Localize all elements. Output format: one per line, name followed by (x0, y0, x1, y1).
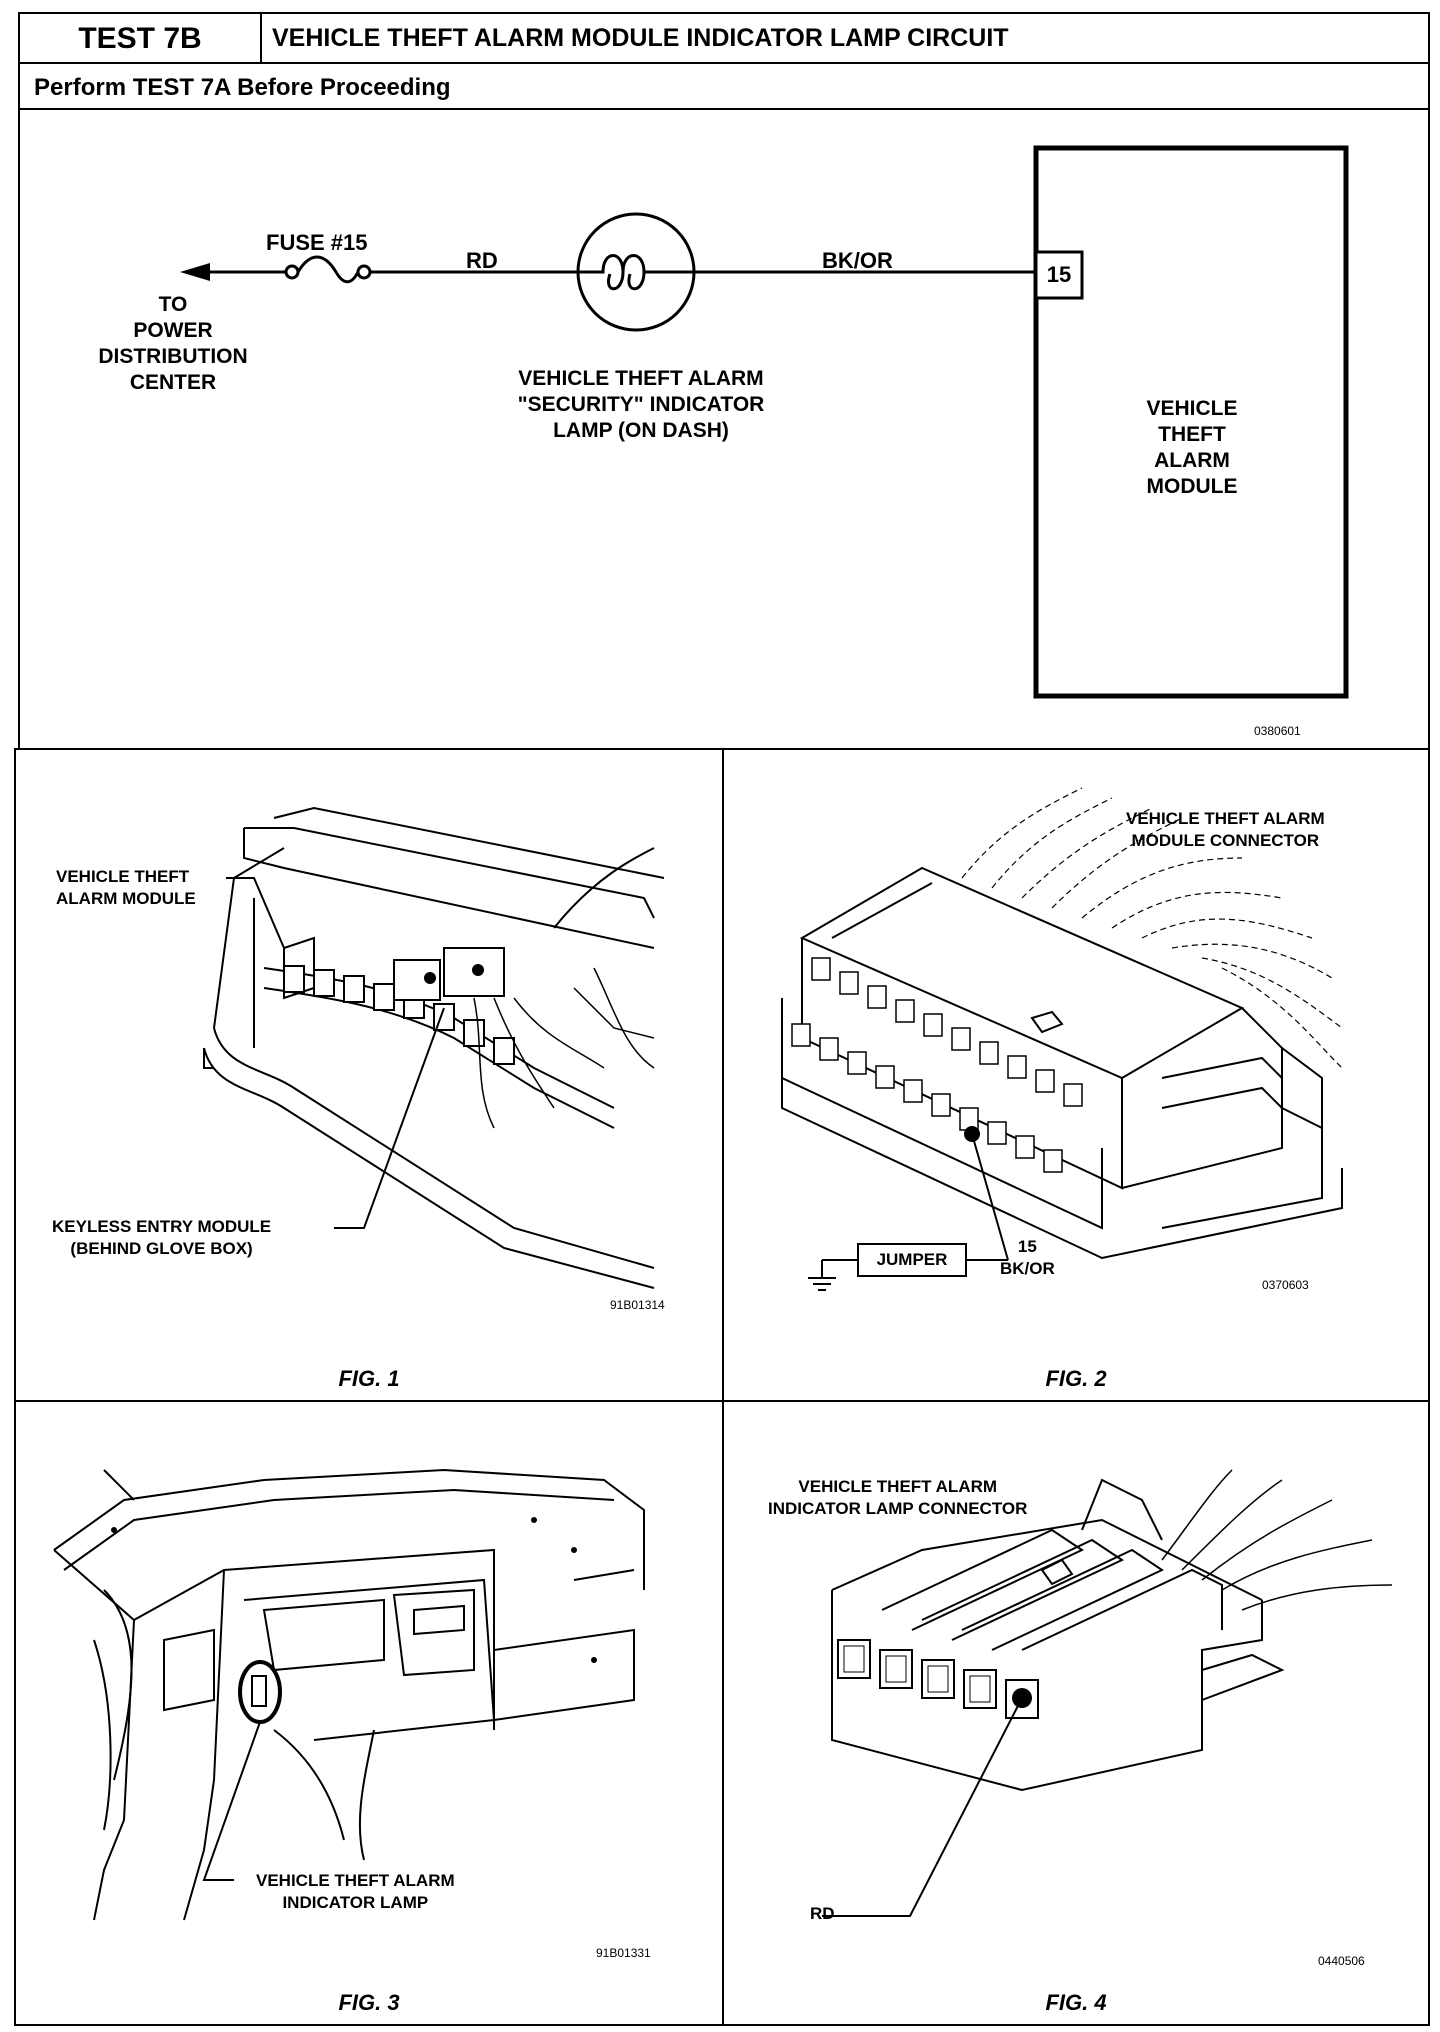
module-pin-number: 15 (1046, 262, 1072, 287)
theft-alarm-module-box (1033, 145, 1349, 699)
fig1-code: 91B01314 (610, 1298, 665, 1312)
fig2-code: 0370603 (1262, 1278, 1309, 1292)
wire-bkor-label: BK/OR (822, 248, 893, 273)
fig1-callout-alarm-module: VEHICLE THEFT ALARM MODULE (56, 867, 196, 908)
fuse-label: FUSE #15 (266, 230, 368, 255)
schematic-diagram (180, 145, 1349, 699)
prerequisite-note: Perform TEST 7A Before Proceeding (34, 74, 451, 101)
fig4-panel (722, 1400, 1430, 2026)
fig1-drawing (203, 806, 665, 1289)
fig1-callout-keyless-module: KEYLESS ENTRY MODULE (BEHIND GLOVE BOX) (52, 1217, 272, 1258)
test-id: TEST 7B (78, 22, 202, 55)
lamp-label: VEHICLE THEFT ALARM "SECURITY" INDICATOR… (517, 367, 765, 442)
fig2-jumper-label: JUMPER (876, 1250, 948, 1269)
fig3-drawing (53, 1468, 645, 1921)
wire-rd-label: RD (466, 248, 498, 273)
fig3-caption: FIG. 3 (338, 1990, 400, 2015)
theft-alarm-module-shape (393, 959, 441, 1001)
lamp-filament (578, 254, 694, 291)
fig2-caption: FIG. 2 (1045, 1366, 1107, 1391)
fig2-drawing (781, 787, 1343, 1291)
fig2-pin-label: 15 BK/OR (1000, 1237, 1055, 1278)
fig2-title: VEHICLE THEFT ALARM MODULE CONNECTOR (1126, 809, 1325, 850)
module-label: VEHICLE THEFT ALARM MODULE (1146, 397, 1238, 498)
fig4-code: 0440506 (1318, 1954, 1365, 1968)
jumper-box (857, 1243, 967, 1277)
fig4-drawing (822, 1469, 1393, 1917)
fig1-caption: FIG. 1 (338, 1366, 400, 1391)
fig4-wire-label: RD (810, 1904, 835, 1923)
fuse-symbol (296, 255, 360, 284)
arrow-icon (180, 263, 210, 281)
page-title: VEHICLE THEFT ALARM MODULE INDICATOR LAM… (272, 24, 1009, 52)
fig4-title: VEHICLE THEFT ALARM INDICATOR LAMP CONNE… (768, 1477, 1028, 1518)
fig3-code: 91B01331 (596, 1946, 651, 1960)
module-pin-box (1034, 250, 1084, 300)
power-distribution-label: TO POWER DISTRIBUTION CENTER (98, 293, 248, 394)
fig3-callout: VEHICLE THEFT ALARM INDICATOR LAMP (256, 1871, 455, 1912)
schematic-code: 0380601 (1254, 724, 1301, 738)
indicator-lamp-highlight (238, 1660, 282, 1724)
fig4-caption: FIG. 4 (1045, 1990, 1107, 2015)
